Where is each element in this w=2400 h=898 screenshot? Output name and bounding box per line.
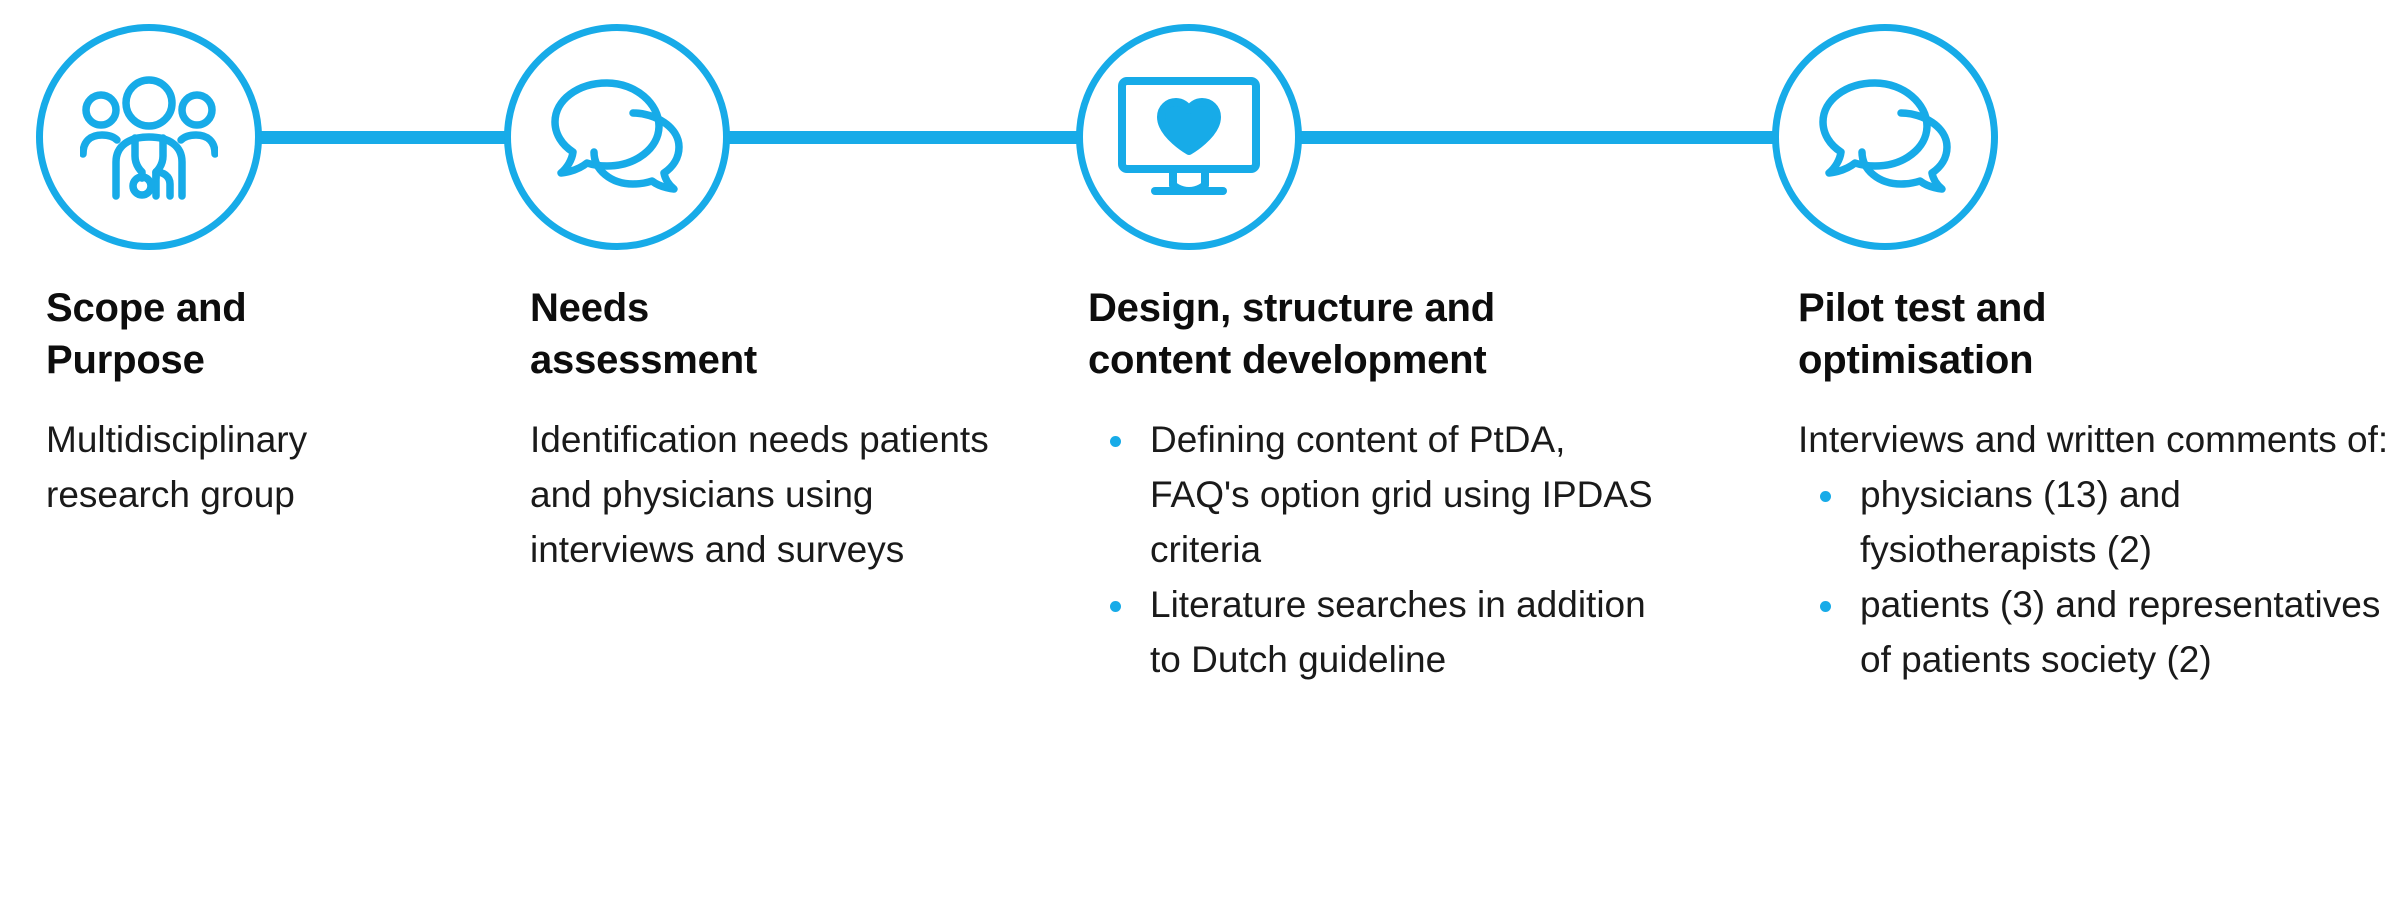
step-description: Multidisciplinary research group [46, 419, 308, 515]
people-group-stethoscope-icon [80, 74, 218, 200]
bullet-dot-icon [1820, 601, 1831, 612]
connector-line-2 [722, 131, 1094, 144]
list-item-label: Literature searches in addition to Dutch… [1150, 584, 1646, 680]
step-description: Interviews and written comments of: [1798, 419, 2389, 460]
step-icon-circle-scope-and-purpose[interactable] [36, 24, 262, 250]
step-title: Design, structure and content developmen… [1088, 286, 1495, 382]
step-text-design-structure-and-content-development: Design, structure and content developmen… [1088, 282, 1668, 687]
step-description: Identification needs patients and physic… [530, 419, 989, 570]
list-item: physicians (13) and fysiotherapists (2) [1798, 467, 2398, 577]
step-icon-circle-needs-assessment[interactable] [504, 24, 730, 250]
step-text-pilot-test-and-optimisation: Pilot test and optimisation Interviews a… [1798, 282, 2398, 687]
speech-bubbles-icon [1817, 75, 1953, 199]
speech-bubbles-icon [549, 75, 685, 199]
list-item: Defining content of PtDA, FAQ's option g… [1088, 412, 1668, 577]
connector-line-3 [1292, 131, 1774, 144]
list-item-label: Defining content of PtDA, FAQ's option g… [1150, 419, 1653, 570]
step-text-scope-and-purpose: Scope and Purpose Multidisciplinary rese… [46, 282, 446, 522]
list-item-label: physicians (13) and fysiotherapists (2) [1860, 474, 2181, 570]
step-icon-circle-design-structure-and-content-development[interactable] [1076, 24, 1302, 250]
step-title: Scope and Purpose [46, 286, 247, 382]
connector-line-1 [252, 131, 510, 144]
bullet-dot-icon [1110, 436, 1121, 447]
list-item: Literature searches in addition to Dutch… [1088, 577, 1668, 687]
bullet-dot-icon [1820, 491, 1831, 502]
step-text-needs-assessment: Needs assessment Identification needs pa… [530, 282, 1010, 577]
step-icon-circle-pilot-test-and-optimisation[interactable] [1772, 24, 1998, 250]
monitor-heart-icon [1117, 75, 1261, 199]
list-item-label: patients (3) and representatives of pati… [1860, 584, 2381, 680]
step-title: Needs assessment [530, 286, 758, 382]
bullet-dot-icon [1110, 601, 1121, 612]
step-bullet-list: Defining content of PtDA, FAQ's option g… [1088, 412, 1668, 687]
list-item: patients (3) and representatives of pati… [1798, 577, 2398, 687]
step-bullet-list: physicians (13) and fysiotherapists (2) … [1798, 467, 2398, 687]
step-title: Pilot test and optimisation [1798, 286, 2047, 382]
